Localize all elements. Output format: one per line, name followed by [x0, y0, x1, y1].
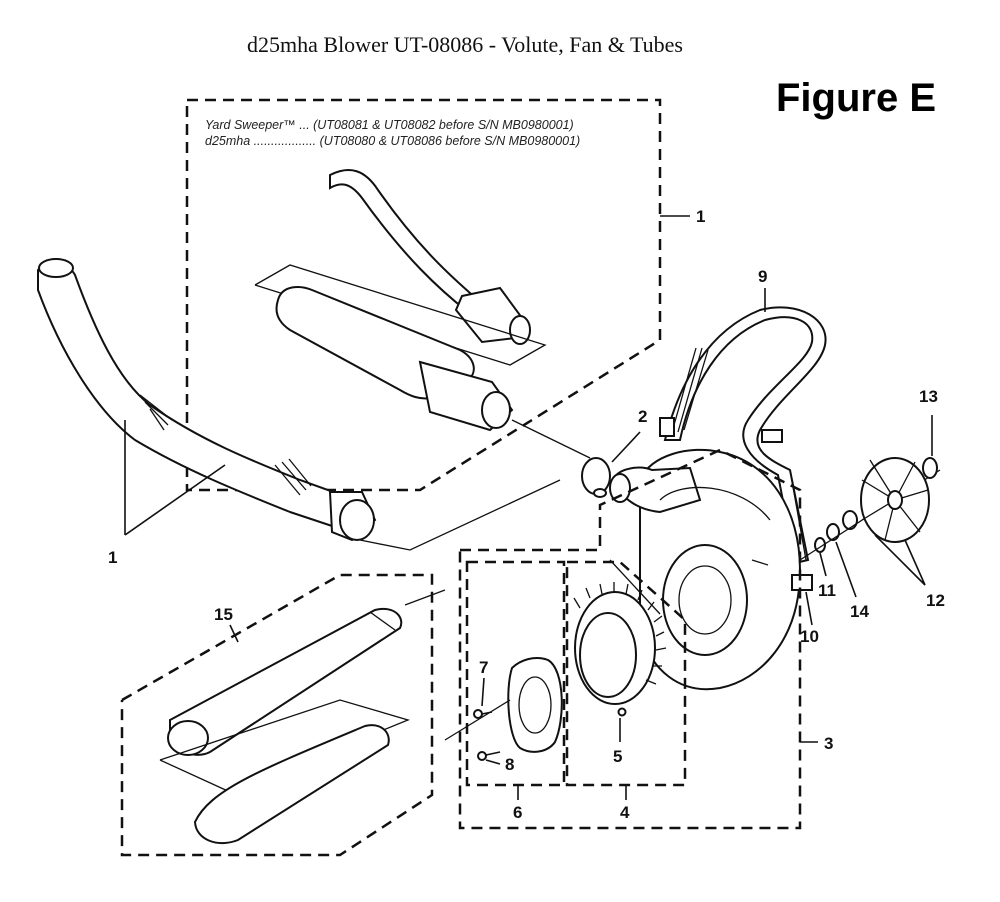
tube-alignment-line — [511, 419, 591, 459]
spacer-part-14 — [842, 510, 858, 530]
nozzle-kit-leader — [229, 624, 239, 643]
volute-assembly-box — [458, 448, 802, 830]
main-flex-tube — [37, 258, 561, 551]
model-note-d25mha: d25mha .................. (UT08080 & UT0… — [205, 134, 581, 148]
screw-part-8 — [477, 751, 501, 761]
screw-part-7 — [473, 709, 493, 719]
callout-5: 5 — [613, 747, 622, 766]
nozzle-tube-angled — [159, 699, 410, 845]
nut-part-13 — [922, 457, 938, 479]
callout-2: 2 — [638, 407, 647, 426]
callout-1-box: 1 — [696, 207, 705, 226]
callout-14: 14 — [850, 602, 869, 621]
tube-set-box — [185, 98, 662, 492]
callout-13: 13 — [919, 387, 938, 406]
callout-3: 3 — [824, 734, 833, 753]
upper-flex-tube — [329, 169, 531, 345]
harness-strap-part-9 — [659, 306, 827, 565]
straight-extension-tube — [254, 264, 547, 432]
fan-impeller-part-12 — [860, 457, 930, 543]
hardware-11-leader — [819, 552, 827, 577]
callout-6: 6 — [513, 803, 522, 822]
main-tube-leader-2 — [124, 464, 226, 536]
cover-alignment-line — [444, 699, 511, 741]
washer-part-14 — [826, 523, 840, 541]
callout-1-tube: 1 — [108, 548, 117, 567]
cover-box-part-6 — [465, 560, 566, 787]
callout-11: 11 — [818, 581, 836, 600]
hardware-14-leader — [835, 541, 857, 598]
gasket-leader — [611, 431, 641, 463]
callout-10: 10 — [800, 627, 819, 646]
screw-8-leader — [485, 759, 501, 765]
cover-plate — [507, 657, 563, 753]
mounting-hardware — [791, 510, 858, 591]
callout-8: 8 — [505, 755, 514, 774]
screw-7-leader — [481, 677, 485, 707]
nozzle-kit-box — [120, 573, 434, 857]
figure-label: Figure E — [776, 76, 937, 120]
fan-leader — [874, 534, 926, 586]
callout-9: 9 — [758, 267, 767, 286]
callout-15: 15 — [214, 605, 233, 624]
nozzle-tube-straight — [167, 607, 403, 756]
pulley-alignment-line — [609, 559, 661, 615]
hardware-10-leader — [805, 591, 813, 626]
nozzle-alignment-line — [404, 589, 446, 606]
callout-7: 7 — [479, 658, 488, 677]
model-note-yard-sweeper: Yard Sweeper™ ... (UT08081 & UT08082 bef… — [205, 118, 574, 132]
starter-pulley-part-5 — [573, 582, 667, 717]
callout-12: 12 — [926, 591, 945, 610]
gasket-part-2 — [581, 457, 611, 498]
page-title: d25mha Blower UT-08086 - Volute, Fan & T… — [247, 32, 683, 57]
callout-4: 4 — [620, 803, 630, 822]
